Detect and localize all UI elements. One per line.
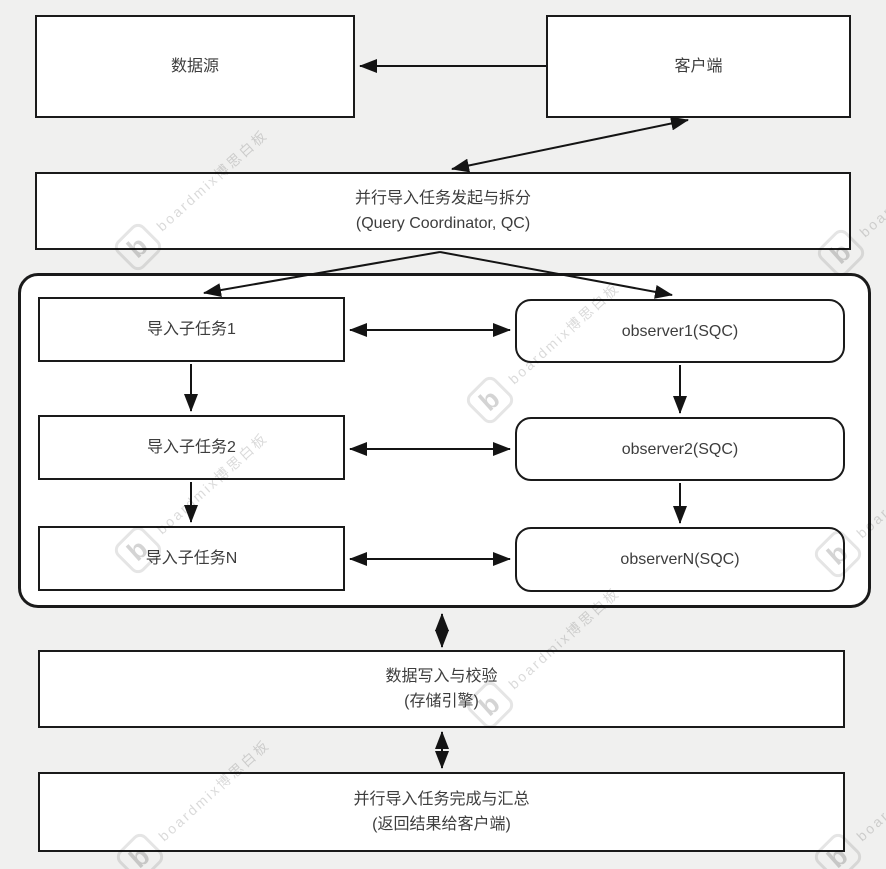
node-observer-2: observer2(SQC) (515, 417, 845, 481)
node-observer-1: observer1(SQC) (515, 299, 845, 363)
node-datasource-label: 数据源 (170, 58, 219, 75)
node-task-summary: 并行导入任务完成与汇总 (返回结果给客户端) (38, 772, 845, 852)
node-qc-label-line1: 并行导入任务发起与拆分 (354, 190, 531, 207)
node-summary-label-line2: (返回结果给客户端) (372, 816, 511, 833)
node-qc-label-line2: (Query Coordinator, QC) (355, 215, 531, 232)
node-client: 客户端 (546, 15, 851, 118)
node-storage-engine: 数据写入与校验 (存储引擎) (38, 650, 845, 728)
node-observer1-label: observer1(SQC) (621, 322, 739, 340)
node-storage-label-line1: 数据写入与校验 (385, 668, 498, 685)
node-subtask1-label: 导入子任务1 (147, 321, 236, 338)
watermark-text: boardmix博思白板 (853, 736, 886, 845)
node-subtask2-label: 导入子任务2 (147, 439, 236, 456)
node-observer-n: observerN(SQC) (515, 527, 845, 592)
node-client-label: 客户端 (674, 58, 723, 75)
node-query-coordinator: 并行导入任务发起与拆分 (Query Coordinator, QC) (35, 172, 851, 250)
watermark-text: boardmix博思白板 (856, 132, 886, 241)
node-observerN-label: observerN(SQC) (620, 551, 740, 568)
node-import-subtask-1: 导入子任务1 (38, 297, 345, 362)
node-import-subtask-n: 导入子任务N (38, 526, 345, 591)
node-summary-label-line1: 并行导入任务完成与汇总 (353, 791, 530, 808)
node-subtaskN-label: 导入子任务N (145, 550, 238, 567)
edge-client-qc-bidirectional (451, 116, 689, 173)
node-observer2-label: observer2(SQC) (621, 440, 739, 458)
node-datasource: 数据源 (35, 15, 355, 118)
node-storage-label-line2: (存储引擎) (404, 693, 479, 710)
node-import-subtask-2: 导入子任务2 (38, 415, 345, 480)
